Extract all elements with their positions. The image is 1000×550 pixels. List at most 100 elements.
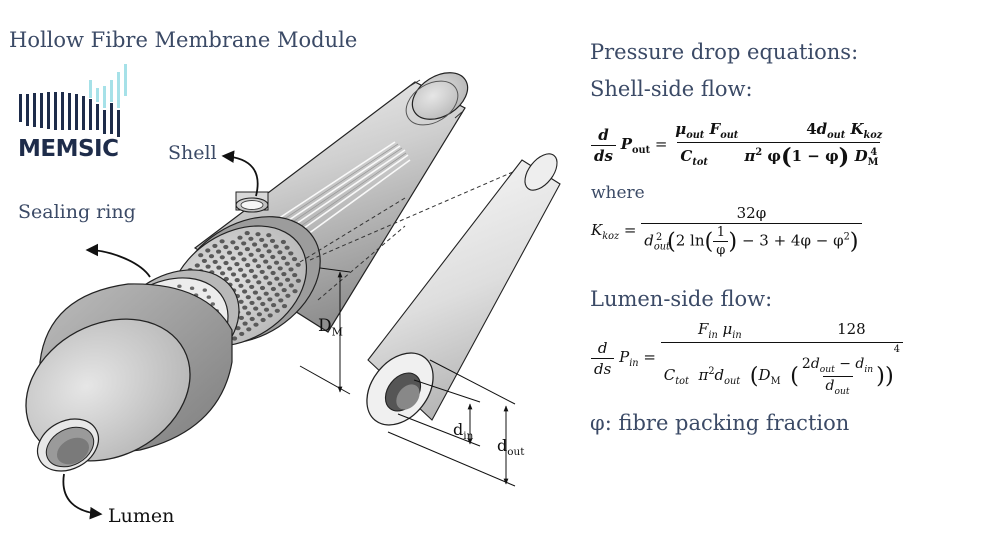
tube-sheet-hole xyxy=(259,285,266,291)
lumen-label: Lumen xyxy=(108,505,175,527)
tube-sheet-hole xyxy=(212,243,218,248)
tube-sheet-hole xyxy=(244,247,250,252)
tube-sheet-hole xyxy=(277,266,283,271)
tube-sheet-hole xyxy=(256,312,262,317)
tube-sheet-hole xyxy=(259,269,265,274)
tube-sheet-hole xyxy=(270,254,276,260)
tube-sheet-hole xyxy=(242,305,248,310)
tube-sheet-hole xyxy=(237,235,243,240)
tube-sheet-hole xyxy=(255,264,262,269)
equations-header: Pressure drop equations: xyxy=(590,40,859,64)
tube-sheet-hole xyxy=(267,313,273,318)
din-label: din xyxy=(453,420,474,443)
tube-sheet-hole xyxy=(208,254,215,259)
fibre-dimensions xyxy=(387,359,516,487)
tube-sheet-hole xyxy=(198,253,204,258)
tube-sheet-hole xyxy=(260,317,266,323)
tube-sheet-hole xyxy=(239,331,245,336)
tube-sheet-hole xyxy=(248,236,254,241)
tube-sheet-hole xyxy=(270,270,276,276)
tube-sheet-hole xyxy=(274,292,280,297)
tube-sheet-hole xyxy=(273,260,280,265)
tube-sheet-hole xyxy=(280,239,286,245)
phi-note: φ: fibre packing fraction xyxy=(590,411,850,435)
sealing-ring-hole xyxy=(189,286,195,290)
where-label: where xyxy=(591,183,645,203)
tube-sheet-hole xyxy=(281,288,287,293)
tube-sheet-hole xyxy=(244,231,250,236)
tube-sheet-hole xyxy=(252,242,258,247)
memsic-logo-bars xyxy=(19,64,127,137)
tube-sheet-hole xyxy=(223,260,229,266)
tube-sheet-hole xyxy=(241,241,247,246)
tube-sheet-hole xyxy=(263,307,270,312)
tube-sheet-hole xyxy=(219,255,225,260)
dm-label: DM xyxy=(318,316,343,339)
tube-sheet-hole xyxy=(288,267,294,272)
tube-sheet-hole xyxy=(269,238,276,243)
tube-sheet-hole xyxy=(262,243,268,248)
tube-sheet-hole xyxy=(248,268,254,273)
tube-sheet-hole xyxy=(295,278,301,283)
shell-port xyxy=(235,191,269,213)
tube-sheet-hole xyxy=(227,266,233,271)
label-arrows xyxy=(62,150,259,520)
tube-sheet-hole xyxy=(241,257,247,262)
tube-sheet-hole xyxy=(216,249,222,254)
diagram-title: Hollow Fibre Membrane Module xyxy=(9,28,358,52)
sealing-ring-hole xyxy=(206,295,211,299)
tube-sheet-hole xyxy=(256,280,262,285)
tube-sheet-hole xyxy=(248,252,254,257)
tube-sheet-hole xyxy=(230,256,236,261)
tube-sheet-hole xyxy=(263,259,269,264)
tube-sheet-hole xyxy=(292,273,298,278)
tube-sheet-hole xyxy=(267,281,273,286)
tube-sheet-hole xyxy=(256,296,262,301)
tube-sheet-hole xyxy=(263,291,269,296)
tube-sheet-hole xyxy=(212,259,218,264)
tube-sheet-hole xyxy=(234,278,240,283)
tube-sheet-hole xyxy=(292,289,298,294)
tube-sheet-hole xyxy=(238,299,244,304)
tube-sheet-hole xyxy=(252,290,258,295)
tube-sheet-hole xyxy=(267,297,273,302)
shell-side-heading: Shell-side flow: xyxy=(590,77,753,101)
memsic-logo-text: MEMSIC xyxy=(18,136,119,162)
tube-sheet-hole xyxy=(260,301,266,307)
sealing-ring-hole xyxy=(210,302,215,306)
tube-sheet-hole xyxy=(205,248,211,253)
tube-sheet-hole xyxy=(223,244,229,250)
tube-sheet-hole xyxy=(274,276,280,281)
tube-sheet-hole xyxy=(281,304,288,309)
tube-sheet-hole xyxy=(259,237,265,242)
tube-sheet-hole xyxy=(255,248,261,253)
tube-sheet-hole xyxy=(245,263,251,268)
tube-sheet-hole xyxy=(284,261,290,266)
tube-sheet-hole xyxy=(232,336,238,341)
tube-sheet-hole xyxy=(255,232,261,237)
tube-sheet-hole xyxy=(245,311,252,316)
tube-sheet-hole xyxy=(259,253,265,258)
tube-sheet-hole xyxy=(242,289,248,294)
tube-sheet-hole xyxy=(252,274,258,279)
tube-sheet-hole xyxy=(266,265,272,270)
projection-lines xyxy=(299,167,523,301)
tube-sheet-hole xyxy=(288,283,294,288)
membrane-module-diagram xyxy=(19,64,561,520)
lumen-side-heading: Lumen-side flow: xyxy=(590,287,773,311)
tube-sheet-hole xyxy=(241,273,247,278)
tube-sheet-hole xyxy=(266,249,272,254)
tube-sheet-hole xyxy=(220,271,226,276)
tube-sheet-hole xyxy=(230,272,237,277)
tube-sheet-hole xyxy=(245,295,251,300)
tube-sheet-hole xyxy=(219,239,225,244)
tube-sheet-hole xyxy=(242,321,248,326)
tube-sheet-hole xyxy=(249,300,255,305)
sealing-ring-hole xyxy=(202,288,207,292)
shell-label: Shell xyxy=(168,142,217,164)
tube-sheet-hole xyxy=(238,283,244,288)
tube-sheet-hole xyxy=(277,282,284,287)
